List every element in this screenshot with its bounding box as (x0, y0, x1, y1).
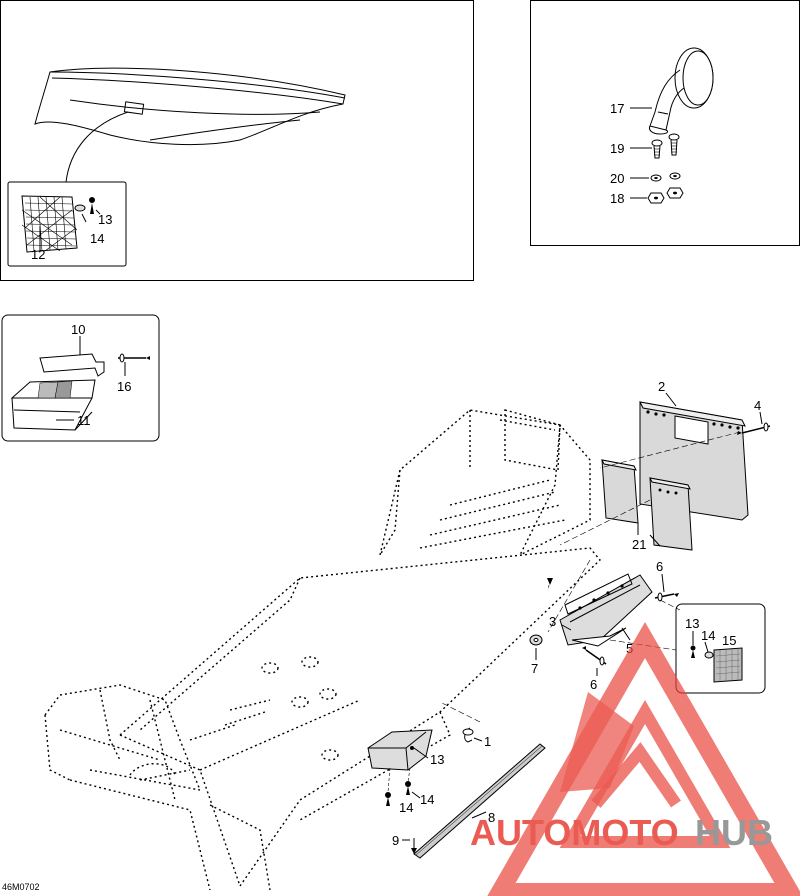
automotohub-watermark: AUTOMOTO HUB (470, 621, 800, 896)
cover-detail-panel: 16 10 11 (1, 314, 160, 442)
callout-12: 12 (31, 247, 45, 262)
rail-8 (413, 743, 546, 859)
washers-20 (650, 172, 681, 182)
reflector-12 (21, 195, 78, 253)
callout-7: 7 (531, 661, 538, 676)
callout-9: 9 (392, 833, 399, 848)
snowmobile-chassis (44, 409, 601, 891)
callout-4: 4 (754, 398, 761, 413)
flap-mount-3-5 (559, 573, 653, 647)
flap-pieces-21 (601, 459, 693, 551)
mirror-17 (649, 47, 714, 135)
callout-19: 19 (610, 141, 624, 156)
rear-reflector-panel: 13 14 15 (675, 603, 766, 694)
screws-14-bottom (385, 781, 411, 806)
reflector-detail-panel: 13 14 12 (0, 0, 474, 281)
callout-20: 20 (610, 171, 624, 186)
cover-13 (367, 729, 433, 771)
callout-18: 18 (610, 191, 624, 206)
callout-14-bottom-a: 14 (420, 792, 434, 807)
callout-14-bottom-b: 14 (399, 800, 413, 815)
callout-15: 15 (722, 633, 736, 648)
bumper-1 (462, 727, 474, 743)
watermark-text-automoto: AUTOMOTO (470, 812, 679, 853)
callout-10: 10 (71, 322, 85, 337)
rivet-16 (118, 353, 150, 363)
screw-13-rear (690, 645, 696, 658)
callout-6-lower: 6 (590, 677, 597, 692)
callout-3: 3 (549, 614, 556, 629)
callout-8: 8 (488, 810, 495, 825)
washer-7 (529, 634, 543, 646)
callout-13-top: 13 (98, 212, 112, 227)
callout-13-bottom: 13 (430, 752, 444, 767)
callout-16: 16 (117, 379, 131, 394)
callout-2: 2 (658, 379, 665, 394)
fastener-9 (411, 838, 417, 854)
watermark-text-hub: HUB (695, 812, 773, 853)
callout-17: 17 (610, 101, 624, 116)
rivet-6-upper (654, 592, 679, 602)
callout-14-top: 14 (90, 231, 104, 246)
callout-14-rear: 14 (701, 628, 715, 643)
reflector-15 (713, 647, 743, 683)
callout-5: 5 (626, 641, 633, 656)
callout-11: 11 (77, 413, 91, 428)
nuts-18 (647, 187, 684, 204)
rivet-6-lower (582, 646, 607, 666)
callout-1: 1 (484, 734, 491, 749)
callout-13-rear: 13 (685, 616, 699, 631)
callout-6-upper: 6 (656, 559, 663, 574)
screws-19 (651, 133, 680, 159)
rivet-4 (737, 422, 771, 435)
diagram-code: 46M0702 (2, 882, 40, 892)
screw-13-top (74, 197, 101, 223)
cover-11 (10, 379, 96, 431)
callout-21: 21 (632, 537, 646, 552)
mirror-detail-panel: 17 19 20 18 (530, 0, 800, 246)
washer-14-rear (704, 651, 714, 659)
